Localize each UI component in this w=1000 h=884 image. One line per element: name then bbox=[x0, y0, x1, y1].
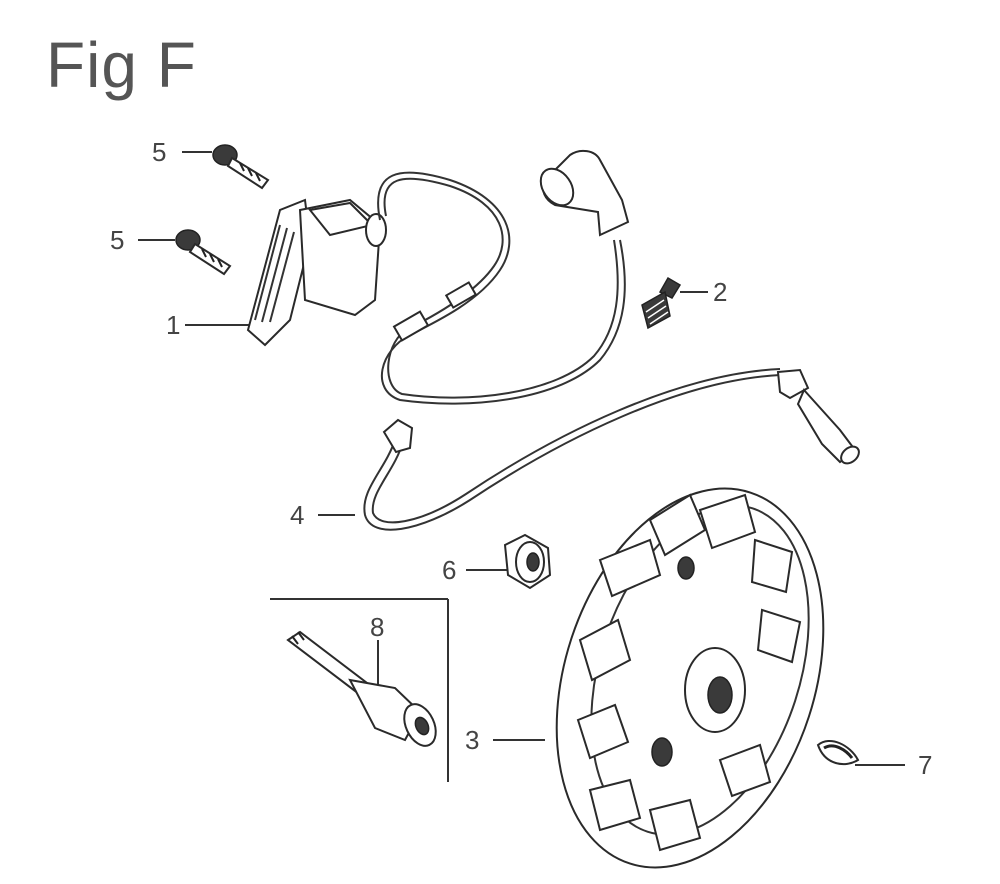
spark-plug-wire-part[interactable] bbox=[377, 149, 630, 405]
callout-4: 4 bbox=[290, 500, 304, 530]
flywheel-part[interactable] bbox=[493, 454, 869, 884]
callout-7: 7 bbox=[918, 750, 932, 780]
woodruff-key-part[interactable] bbox=[816, 740, 905, 766]
bolt-lower-part[interactable] bbox=[138, 229, 232, 276]
shaft-pin-part[interactable] bbox=[286, 630, 442, 751]
flywheel-nut-part[interactable] bbox=[466, 533, 552, 590]
callout-3: 3 bbox=[465, 725, 479, 755]
spring-clip-part[interactable] bbox=[641, 276, 708, 330]
stop-switch-wire-part[interactable] bbox=[318, 368, 862, 531]
figure-title: Fig F bbox=[46, 29, 197, 101]
callout-5-upper: 5 bbox=[152, 137, 166, 167]
callout-6: 6 bbox=[442, 555, 456, 585]
bolt-upper-part[interactable] bbox=[182, 144, 270, 190]
callout-8: 8 bbox=[370, 612, 384, 642]
optional-part-bracket bbox=[270, 598, 449, 782]
ignition-coil-part[interactable] bbox=[185, 198, 387, 347]
callout-2: 2 bbox=[713, 277, 727, 307]
callout-5-lower: 5 bbox=[110, 225, 124, 255]
callout-1: 1 bbox=[166, 310, 180, 340]
